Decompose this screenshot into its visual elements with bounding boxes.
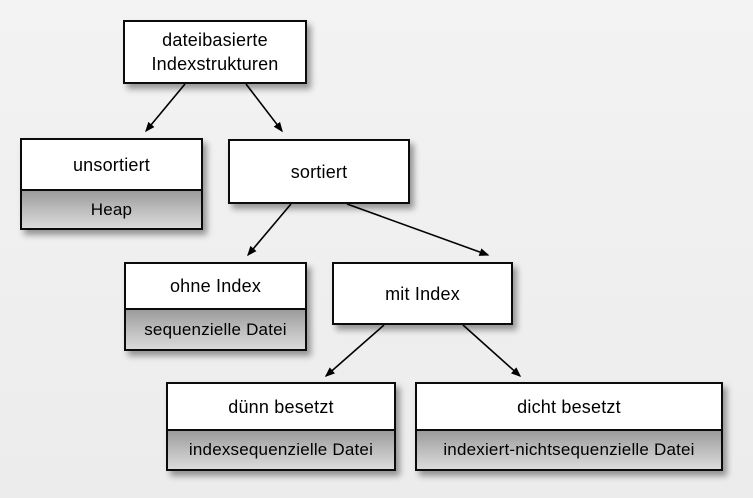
- node-label: unsortiert: [22, 140, 201, 189]
- node-label: sortiert: [230, 141, 408, 202]
- node-unsortiert: unsortiert Heap: [20, 138, 203, 230]
- node-sublabel: Heap: [22, 189, 201, 228]
- node-ohne-index: ohne Index sequenzielle Datei: [124, 262, 307, 351]
- node-label: ohne Index: [126, 264, 305, 308]
- arrow-mit-index-to-duenn: [324, 324, 385, 377]
- node-mit-index: mit Index: [332, 262, 513, 325]
- node-label: dünn besetzt: [168, 384, 394, 429]
- node-label: mit Index: [334, 264, 511, 323]
- node-label: dateibasierte Indexstrukturen: [125, 22, 305, 82]
- node-dicht-besetzt: dicht besetzt indexiert-nichtsequenziell…: [415, 382, 723, 471]
- arrow-sortiert-to-ohne-index: [247, 203, 292, 257]
- arrow-sortiert-to-mit-index: [346, 203, 490, 256]
- node-label-line1: dateibasierte: [162, 30, 268, 50]
- node-label: dicht besetzt: [417, 384, 721, 429]
- node-sublabel: indexiert-nichtsequenzielle Datei: [417, 429, 721, 469]
- arrow-mit-index-to-dicht: [462, 324, 522, 378]
- node-label-line2: Indexstrukturen: [151, 54, 279, 74]
- node-duenn-besetzt: dünn besetzt indexsequenzielle Datei: [166, 382, 396, 471]
- node-sublabel: sequenzielle Datei: [126, 308, 305, 349]
- arrow-root-to-sortiert: [245, 83, 283, 133]
- node-sortiert: sortiert: [228, 139, 410, 204]
- node-dateibasierte-indexstrukturen: dateibasierte Indexstrukturen: [123, 20, 307, 84]
- node-sublabel: indexsequenzielle Datei: [168, 429, 394, 469]
- arrow-root-to-unsortiert: [145, 83, 186, 133]
